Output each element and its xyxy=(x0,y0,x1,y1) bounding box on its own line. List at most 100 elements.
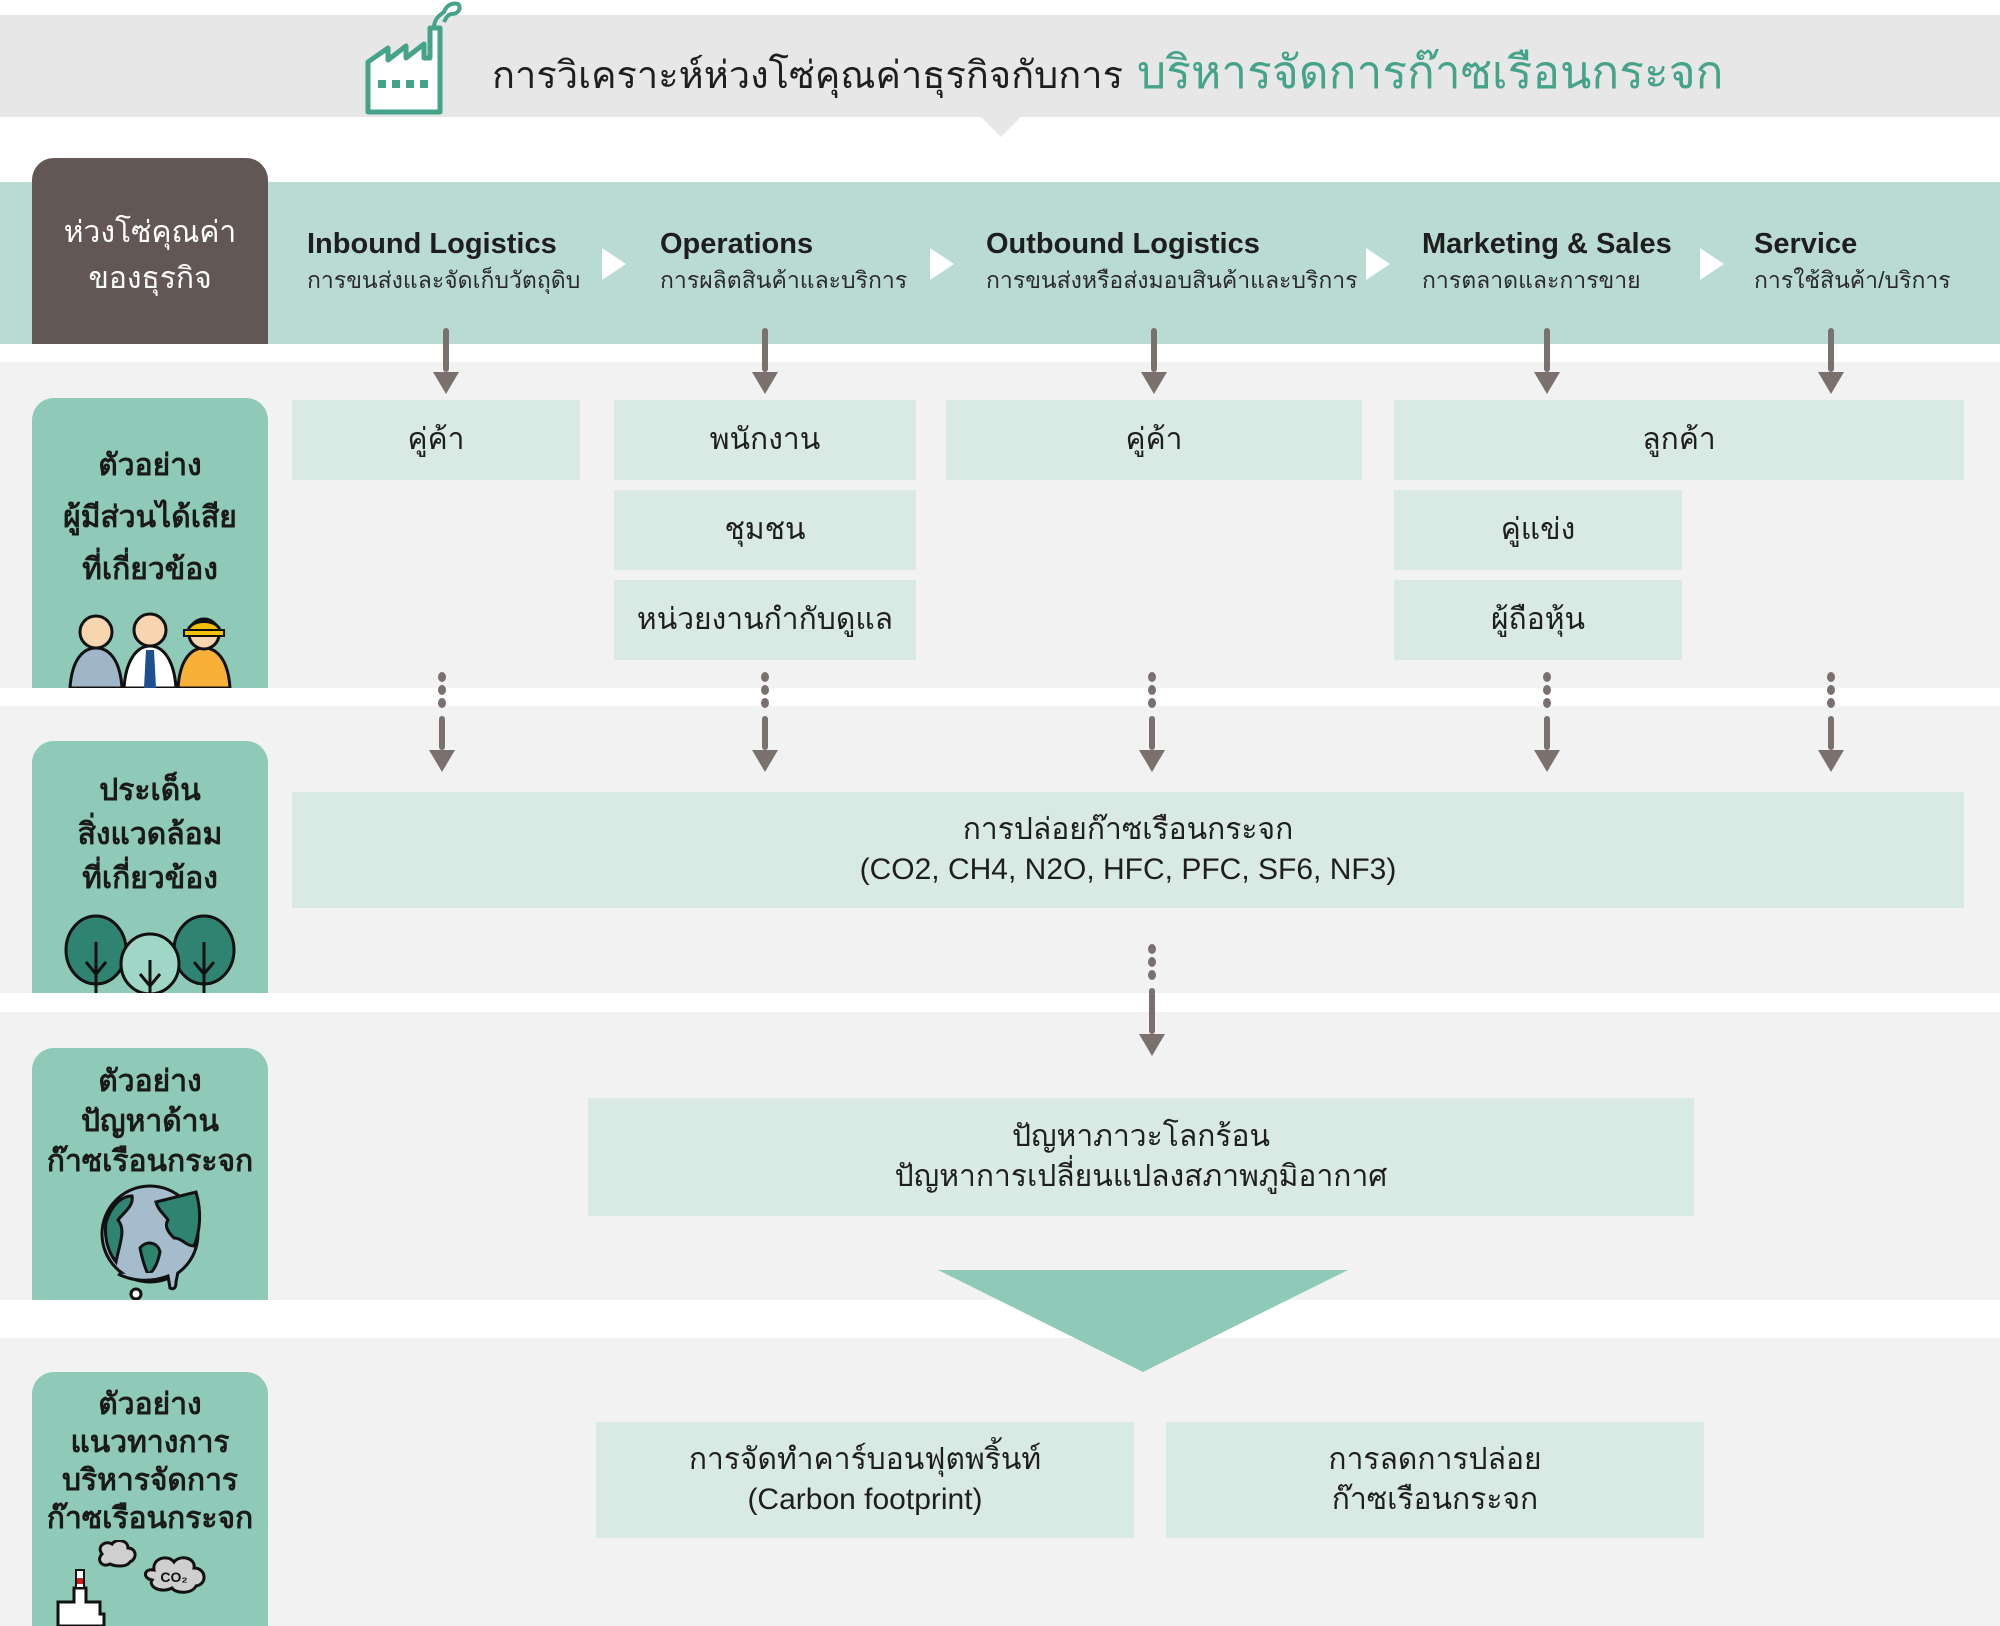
arrow-down-icon xyxy=(1141,328,1167,394)
ghg-emission-title: การปล่อยก๊าซเรือนกระจก xyxy=(962,813,1294,846)
arrow-head xyxy=(1818,750,1844,772)
co2-label: CO₂ xyxy=(160,1569,187,1585)
stakeholder-cell: ผู้ถือหุ้น xyxy=(1394,580,1682,660)
activity-outbound-logistics: Outbound Logistics การขนส่งหรือส่งมอบสิน… xyxy=(986,226,1358,298)
activity-title: Service xyxy=(1754,228,1858,260)
dot xyxy=(761,685,769,695)
arrow-down-icon xyxy=(752,328,778,394)
activity-subtitle: การขนส่งหรือส่งมอบสินค้าและบริการ xyxy=(986,267,1358,293)
label-line: ก๊าซเรือนกระจก xyxy=(46,1145,254,1178)
arrow-head xyxy=(1818,372,1844,394)
stakeholder-label: คู่ค้า xyxy=(1125,423,1183,456)
arrow-shaft xyxy=(762,716,768,750)
dotted-connector xyxy=(761,672,769,708)
approach-line2: ก๊าซเรือนกระจก xyxy=(1331,1483,1539,1516)
activity-marketing-sales: Marketing & Sales การตลาดและการขาย xyxy=(1422,226,1672,298)
label-line: สิ่งแวดล้อม xyxy=(77,818,223,851)
stakeholder-label: หน่วยงานกำกับดูแล xyxy=(636,603,894,636)
stakeholder-label: คู่แข่ง xyxy=(1500,513,1576,546)
label-line: ก๊าซเรือนกระจก xyxy=(46,1502,254,1535)
dot xyxy=(1148,685,1156,695)
value-chain-label-line2: ของธุรกิจ xyxy=(88,262,212,295)
arrow-shaft xyxy=(1149,716,1155,750)
stakeholders-label-box: ตัวอย่าง ผู้มีส่วนได้เสีย ที่เกี่ยวข้อง xyxy=(32,398,268,688)
arrow-down-icon xyxy=(1534,328,1560,394)
arrow-shaft xyxy=(762,328,768,372)
dotted-connector xyxy=(1148,944,1156,980)
problem-global-warming: ปัญหาภาวะโลกร้อน xyxy=(1011,1120,1271,1153)
dot xyxy=(761,672,769,682)
arrow-shaft xyxy=(1828,716,1834,750)
people-icon xyxy=(68,612,232,688)
management-label-box: ตัวอย่าง แนวทางการ บริหารจัดการ ก๊าซเรือ… xyxy=(32,1372,268,1626)
label-line: ที่เกี่ยวข้อง xyxy=(82,553,218,586)
label-line: ปัญหาด้าน xyxy=(80,1105,220,1138)
stakeholder-label: พนักงาน xyxy=(709,423,821,456)
arrow-head xyxy=(752,372,778,394)
dot xyxy=(1543,685,1551,695)
dot xyxy=(1148,672,1156,682)
stakeholder-cell: หน่วยงานกำกับดูแล xyxy=(614,580,916,660)
approach-line1: การจัดทำคาร์บอนฟุตพริ้นท์ xyxy=(688,1443,1042,1476)
dot xyxy=(1148,957,1156,967)
arrow-head xyxy=(1141,372,1167,394)
label-line: ตัวอย่าง xyxy=(98,449,202,482)
approach-line1: การลดการปล่อย xyxy=(1328,1443,1542,1476)
arrow-down-icon xyxy=(1818,328,1844,394)
dotted-connector xyxy=(1827,672,1835,708)
arrow-head xyxy=(1534,750,1560,772)
ghg-gases-list: (CO2, CH4, N2O, HFC, PFC, SF6, NF3) xyxy=(859,853,1397,886)
label-line: ประเด็น xyxy=(99,774,201,807)
stakeholder-label: ผู้ถือหุ้น xyxy=(1490,603,1586,636)
activity-subtitle: การผลิตสินค้าและบริการ xyxy=(660,267,908,293)
dot xyxy=(1827,685,1835,695)
dot xyxy=(1543,698,1551,708)
dotted-connector xyxy=(438,672,446,708)
label-line: ตัวอย่าง xyxy=(98,1388,202,1421)
dot xyxy=(1827,698,1835,708)
chevron-right-icon xyxy=(930,248,954,280)
stakeholder-cell: พนักงาน xyxy=(614,400,916,480)
activity-operations: Operations การผลิตสินค้าและบริการ xyxy=(660,226,907,298)
ghg-emission-box: การปล่อยก๊าซเรือนกระจก (CO2, CH4, N2O, H… xyxy=(292,792,1964,908)
chevron-right-icon xyxy=(602,248,626,280)
arrow-down-icon xyxy=(1139,716,1165,772)
activity-inbound-logistics: Inbound Logistics การขนส่งและจัดเก็บวัตถ… xyxy=(307,226,580,298)
title-main: การวิเคราะห์ห่วงโซ่คุณค่าธุรกิจกับการ xyxy=(492,55,1124,97)
activity-subtitle: การใช้สินค้า/บริการ xyxy=(1754,267,1951,293)
arrow-down-icon xyxy=(1534,716,1560,772)
stakeholder-label: ชุมชน xyxy=(724,513,806,546)
arrow-down-icon xyxy=(752,716,778,772)
stakeholder-cell: ชุมชน xyxy=(614,490,916,570)
dot xyxy=(438,685,446,695)
dot xyxy=(1543,672,1551,682)
approach-line2: (Carbon footprint) xyxy=(747,1483,983,1516)
activity-title: Inbound Logistics xyxy=(307,228,557,260)
stakeholder-label: ลูกค้า xyxy=(1642,423,1716,456)
activity-service: Service การใช้สินค้า/บริการ xyxy=(1754,226,1951,298)
header-pointer xyxy=(981,117,1021,137)
arrow-shaft xyxy=(1151,328,1157,372)
melting-globe-icon xyxy=(100,1184,202,1300)
arrow-shaft xyxy=(1544,716,1550,750)
arrow-shaft xyxy=(1544,328,1550,372)
activity-subtitle: การตลาดและการขาย xyxy=(1422,267,1641,293)
arrow-down-icon xyxy=(1139,988,1165,1056)
arrow-shaft xyxy=(439,716,445,750)
activity-subtitle: การขนส่งและจัดเก็บวัตถุดิบ xyxy=(307,267,581,293)
problems-box: ปัญหาภาวะโลกร้อน ปัญหาการเปลี่ยนแปลงสภาพ… xyxy=(588,1098,1694,1216)
label-line: ผู้มีส่วนได้เสีย xyxy=(63,501,237,534)
arrow-down-icon xyxy=(429,716,455,772)
label-line: ที่เกี่ยวข้อง xyxy=(82,862,218,895)
page-title: การวิเคราะห์ห่วงโซ่คุณค่าธุรกิจกับการ บร… xyxy=(492,36,1724,98)
approach-reduce-emissions: การลดการปล่อย ก๊าซเรือนกระจก xyxy=(1166,1422,1704,1538)
value-chain-band xyxy=(0,182,2000,344)
factory-icon xyxy=(365,1,462,115)
trees-icon xyxy=(64,914,236,993)
value-chain-label: ห่วงโซ่คุณค่า ของธุรกิจ xyxy=(32,158,268,344)
dot xyxy=(438,698,446,708)
arrow-shaft xyxy=(1828,328,1834,372)
problem-climate-change: ปัญหาการเปลี่ยนแปลงสภาพภูมิอากาศ xyxy=(894,1160,1388,1193)
label-line: บริหารจัดการ xyxy=(61,1464,239,1497)
arrow-shaft xyxy=(443,328,449,372)
